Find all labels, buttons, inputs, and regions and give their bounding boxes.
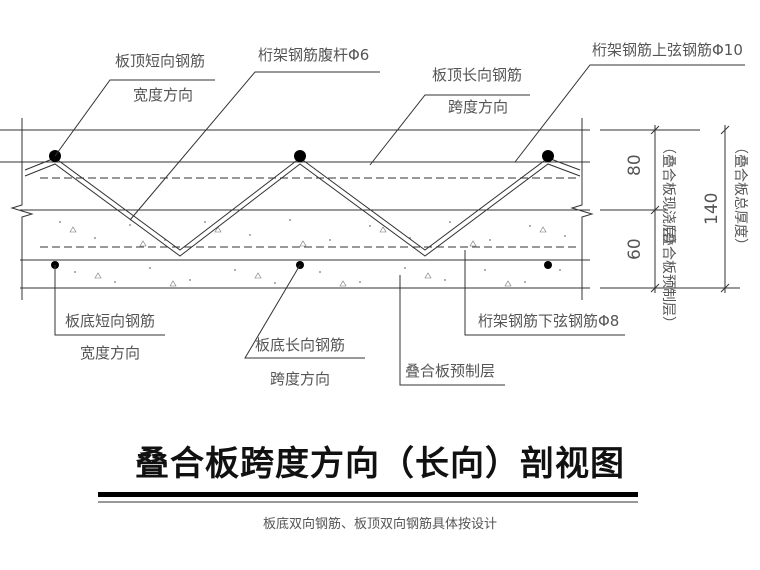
slab-lines — [0, 118, 594, 300]
label-top-long-bar-2: 跨度方向 — [448, 98, 508, 116]
label-cast-in-place-layer: （叠合板现浇层） — [660, 140, 676, 252]
label-precast-layer-vertical: （叠合板预制层） — [660, 218, 676, 330]
label-top-long-bar-1: 板顶长向钢筋 — [432, 66, 522, 84]
label-total-thickness: （叠合板总厚度） — [732, 140, 748, 252]
label-top-short-bar-2: 宽度方向 — [133, 86, 193, 104]
dimension-60: 60 — [625, 238, 645, 260]
drawing-title: 叠合板跨度方向（长向）剖视图 — [135, 444, 625, 484]
drawing-subtitle: 板底双向钢筋、板顶双向钢筋具体按设计 — [263, 516, 497, 532]
label-precast-layer: 叠合板预制层 — [405, 362, 495, 380]
rebar-dots — [49, 150, 554, 269]
dimension-80: 80 — [625, 154, 645, 176]
label-truss-bottom-chord: 桁架钢筋下弦钢筋Φ8 — [478, 312, 619, 330]
title-underline — [98, 492, 638, 497]
precast-concrete-hatch — [59, 219, 566, 287]
label-top-short-bar-1: 板顶短向钢筋 — [115, 52, 205, 70]
label-truss-top-chord: 桁架钢筋上弦钢筋Φ10 — [592, 41, 743, 59]
dimension-lines — [600, 125, 740, 293]
leader-lines — [54, 64, 745, 386]
dimension-140: 140 — [702, 193, 722, 225]
label-truss-web: 桁架钢筋腹杆Φ6 — [258, 46, 369, 64]
label-bottom-short-bar-1: 板底短向钢筋 — [65, 312, 155, 330]
label-bottom-long-bar-2: 跨度方向 — [270, 370, 330, 388]
label-bottom-short-bar-2: 宽度方向 — [80, 344, 140, 362]
label-bottom-long-bar-1: 板底长向钢筋 — [255, 336, 345, 354]
